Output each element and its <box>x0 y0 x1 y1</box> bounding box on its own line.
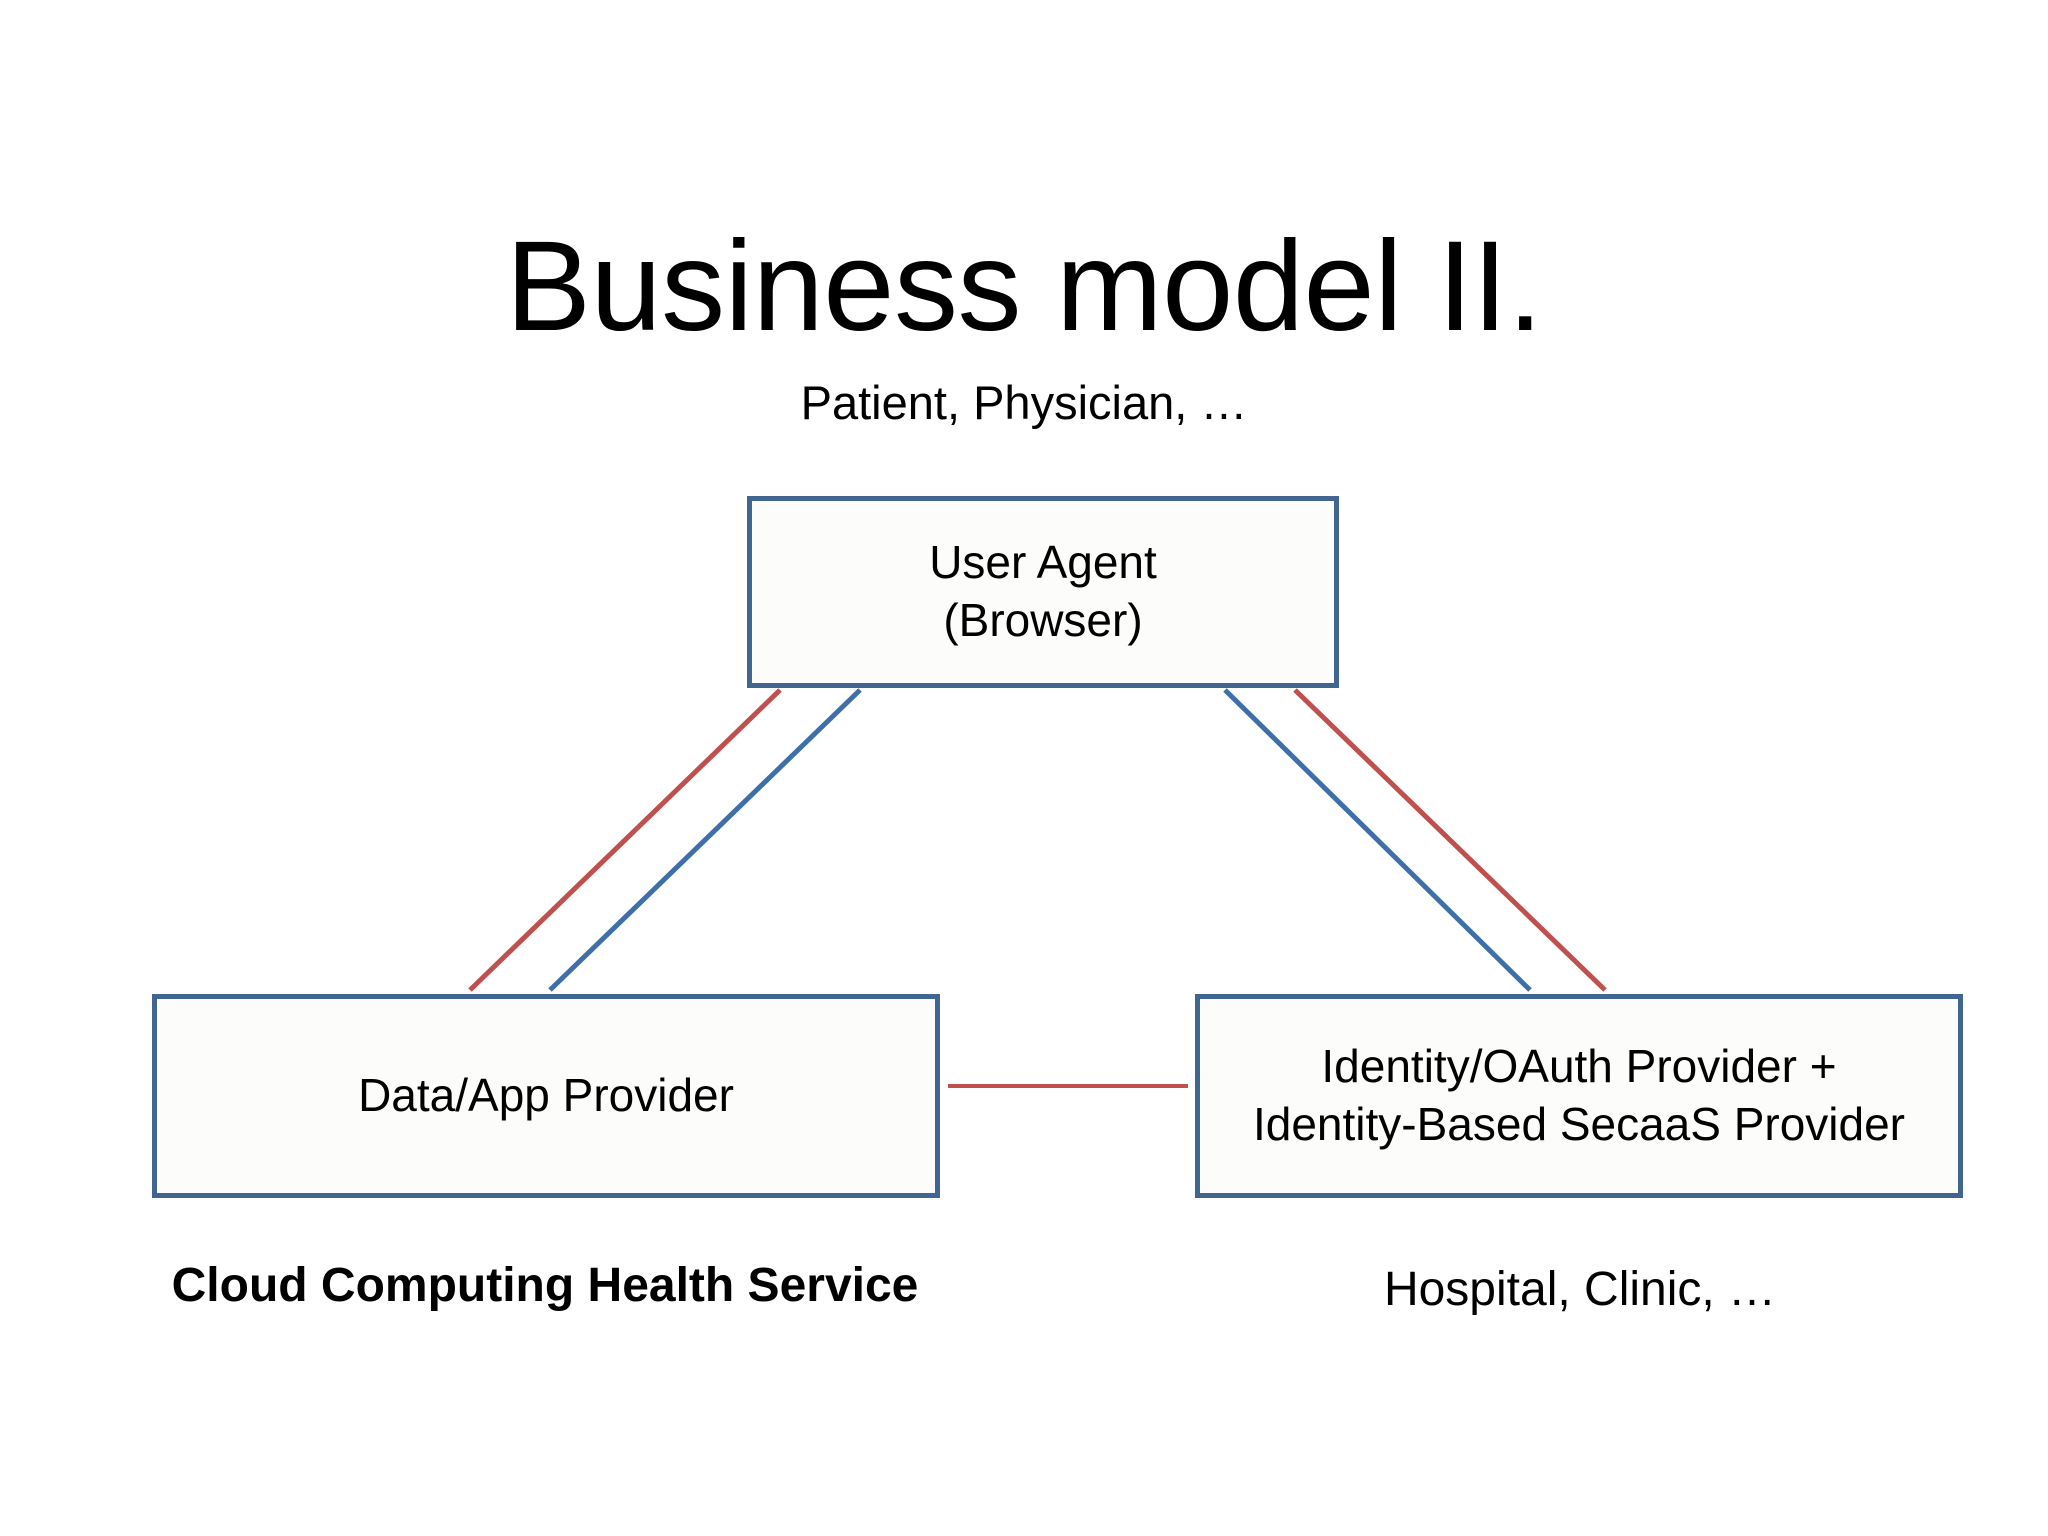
node-user-agent-label: User Agent (Browser) <box>929 536 1157 646</box>
node-user-agent[interactable]: User Agent (Browser) <box>747 496 1339 688</box>
caption-patient-physician: Patient, Physician, … <box>800 376 1248 429</box>
caption-hospital-clinic: Hospital, Clinic, … <box>1383 1263 1777 1316</box>
edge-useragent-identity-red <box>1293 688 1607 992</box>
page-title: Business model II. <box>505 214 1543 358</box>
node-identity-oauth-secaas-provider[interactable]: Identity/OAuth Provider + Identity-Based… <box>1195 994 1963 1198</box>
node-identity-oauth-secaas-provider-label: Identity/OAuth Provider + Identity-Based… <box>1252 1040 1906 1150</box>
edge-useragent-dataapp-blue <box>548 688 862 992</box>
edge-useragent-identity-blue <box>1223 688 1532 992</box>
node-data-app-provider-label: Data/App Provider <box>358 1069 734 1122</box>
edge-useragent-dataapp-red <box>468 688 782 992</box>
node-data-app-provider[interactable]: Data/App Provider <box>152 994 940 1198</box>
caption-cloud-computing-health-service: Cloud Computing Health Service <box>171 1259 919 1312</box>
